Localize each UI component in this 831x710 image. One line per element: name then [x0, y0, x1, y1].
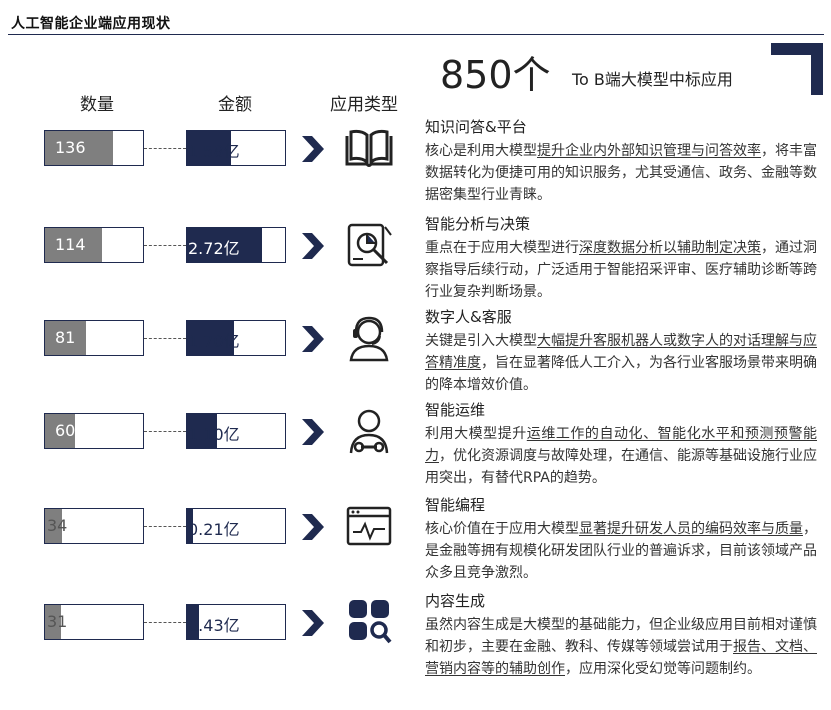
- count-bar-frame: 81: [44, 320, 144, 356]
- page-title: 人工智能企业端应用现状: [11, 16, 171, 32]
- count-bar-frame: 34: [44, 508, 144, 544]
- category-row: 114 2.72亿 智能分析与决策重点在于应用大模型进行深度数据分析以辅助制定决策，…: [0, 215, 831, 315]
- description-highlight: 深度数据分析以辅助制定决策: [579, 240, 761, 256]
- column-header-count: 数量: [80, 95, 114, 115]
- description-highlight: 运维工作的自动化、智能化水平和预测预警能力: [425, 426, 818, 464]
- chevron-right-icon: [302, 326, 324, 352]
- count-bar-frame: 136: [44, 130, 144, 166]
- amount-bar-frame: 1.70亿: [186, 320, 286, 356]
- column-header-type: 应用类型: [330, 95, 398, 115]
- total-subtitle: To B端大模型中标应用: [572, 70, 733, 89]
- description-highlight: 提升企业内外部知识管理与问答效率: [537, 143, 761, 159]
- connector-line: [144, 622, 186, 623]
- amount-label: 0.43亿: [188, 616, 240, 635]
- category-row: 34 0.21亿 智能编程核心价值在于应用大模型显著提升研发人员的编码效率与质量，是…: [0, 496, 831, 596]
- amount-label: 0.21亿: [188, 520, 240, 539]
- category-row: 31 0.43亿 内容生成虽然内容生成是大模型的基础能力，但企业级应用目前相对谨慎和…: [0, 592, 831, 692]
- chevron-right-icon: [302, 610, 324, 636]
- code-window-icon: [343, 502, 395, 550]
- amount-bar-frame: 0.21亿: [186, 508, 286, 544]
- chevron-right-icon: [302, 419, 324, 445]
- count-bar-frame: 114: [44, 227, 144, 263]
- count-label: 114: [55, 235, 86, 254]
- content-grid-icon: [343, 598, 395, 646]
- description-highlight: 大幅提升客服机器人或数字人的对话理解与应答精准度: [425, 333, 817, 371]
- category-description: 核心价值在于应用大模型显著提升研发人员的编码效率与质量，是金融等拥有规模化研发团…: [425, 518, 817, 584]
- amount-label: 1.10亿: [188, 425, 240, 444]
- category-row: 81 1.70亿 数字人&客服关键是引入大模型大幅提升客服机器人或数字人的对话理解与…: [0, 308, 831, 408]
- category-title: 数字人&客服: [425, 308, 512, 326]
- chevron-right-icon: [302, 514, 324, 540]
- count-label: 34: [47, 516, 68, 535]
- count-bar: [45, 131, 113, 165]
- connector-line: [144, 338, 186, 339]
- count-bar: [45, 228, 102, 262]
- description-highlight: 报告、文档、营销内容等的辅助创作: [425, 639, 817, 677]
- amount-bar-frame: 1.58亿: [186, 130, 286, 166]
- amount-bar-frame: 0.43亿: [186, 604, 286, 640]
- category-title: 智能分析与决策: [425, 215, 531, 233]
- corner-decoration-icon: [771, 43, 823, 95]
- amount-label: 1.58亿: [188, 142, 240, 161]
- category-description: 核心是利用大模型提升企业内外部知识管理与问答效率，将丰富数据转化为便捷可用的知识…: [425, 140, 817, 206]
- count-label: 81: [55, 328, 76, 347]
- amount-label: 1.70亿: [188, 332, 240, 351]
- amount-bar: [187, 414, 217, 448]
- connector-line: [144, 245, 186, 246]
- analysis-icon: [343, 221, 395, 269]
- count-bar: [45, 414, 75, 448]
- book-icon: [343, 124, 395, 172]
- category-title: 智能运维: [425, 401, 486, 419]
- amount-label: 2.72亿: [188, 239, 240, 258]
- category-title: 内容生成: [425, 592, 486, 610]
- description-text: 虽然内容生成是大模型的基础能力，但企业级应用目前相对谨慎和初步，主要在金融、教科…: [425, 617, 817, 655]
- amount-bar-frame: 2.72亿: [186, 227, 286, 263]
- connector-line: [144, 526, 186, 527]
- count-bar: [45, 605, 61, 639]
- description-text: 核心是利用大模型: [425, 143, 537, 159]
- description-text: ，将丰富数据转化为便捷可用的知识服务，尤其受通信、政务、金融等数据密集型行业青睐…: [425, 143, 817, 203]
- description-text: ，优化资源调度与故障处理，在通信、能源等基础设施行业应用突出，有替代RPA的趋势…: [425, 448, 817, 486]
- count-label: 60: [55, 421, 76, 440]
- amount-bar: [187, 605, 199, 639]
- description-text: 核心价值在于应用大模型: [425, 521, 579, 537]
- category-title: 知识问答&平台: [425, 118, 527, 136]
- description-text: ，通过洞察指导后续行动，广泛适用于智能招采评审、医疗辅助诊断等跨行业复杂判断场景…: [425, 240, 817, 300]
- count-bar-frame: 31: [44, 604, 144, 640]
- amount-bar: [187, 321, 234, 355]
- connector-line: [144, 148, 186, 149]
- description-text: 重点在于应用大模型进行: [425, 240, 579, 256]
- headset-icon: [343, 314, 395, 362]
- category-title: 智能编程: [425, 496, 486, 514]
- description-text: ，是金融等拥有规模化研发团队行业的普遍诉求，目前该领域产品众多且竞争激烈。: [425, 521, 817, 581]
- column-header-amount: 金额: [218, 95, 252, 115]
- count-bar: [45, 321, 86, 355]
- count-label: 31: [47, 612, 68, 631]
- description-text: 关键是引入大模型: [425, 333, 537, 349]
- description-text: ，旨在显著降低人工介入，为各行业客服场景带来明确的降本增效价值。: [425, 355, 817, 393]
- category-description: 关键是引入大模型大幅提升客服机器人或数字人的对话理解与应答精准度，旨在显著降低人…: [425, 330, 817, 396]
- amount-bar: [187, 509, 193, 543]
- connector-line: [144, 431, 186, 432]
- count-bar: [45, 509, 62, 543]
- count-label: 136: [55, 138, 86, 157]
- description-text: ，应用深化受幻觉等问题制约。: [565, 661, 761, 677]
- description-text: 利用大模型提升: [425, 426, 527, 442]
- category-description: 重点在于应用大模型进行深度数据分析以辅助制定决策，通过洞察指导后续行动，广泛适用…: [425, 237, 817, 303]
- chevron-right-icon: [302, 233, 324, 259]
- amount-bar: [187, 228, 262, 262]
- category-description: 利用大模型提升运维工作的自动化、智能化水平和预测预警能力，优化资源调度与故障处理…: [425, 423, 817, 489]
- chevron-right-icon: [302, 136, 324, 162]
- description-highlight: 显著提升研发人员的编码效率与质量: [579, 521, 803, 537]
- title-divider: [8, 34, 824, 35]
- category-row: 60 1.10亿 智能运维利用大模型提升运维工作的自动化、智能化水平和预测预警能力，…: [0, 401, 831, 501]
- category-description: 虽然内容生成是大模型的基础能力，但企业级应用目前相对谨慎和初步，主要在金融、教科…: [425, 614, 817, 680]
- amount-bar-frame: 1.10亿: [186, 413, 286, 449]
- count-bar-frame: 60: [44, 413, 144, 449]
- amount-bar: [187, 131, 231, 165]
- engineer-icon: [343, 407, 395, 455]
- total-count: 850个: [440, 53, 551, 97]
